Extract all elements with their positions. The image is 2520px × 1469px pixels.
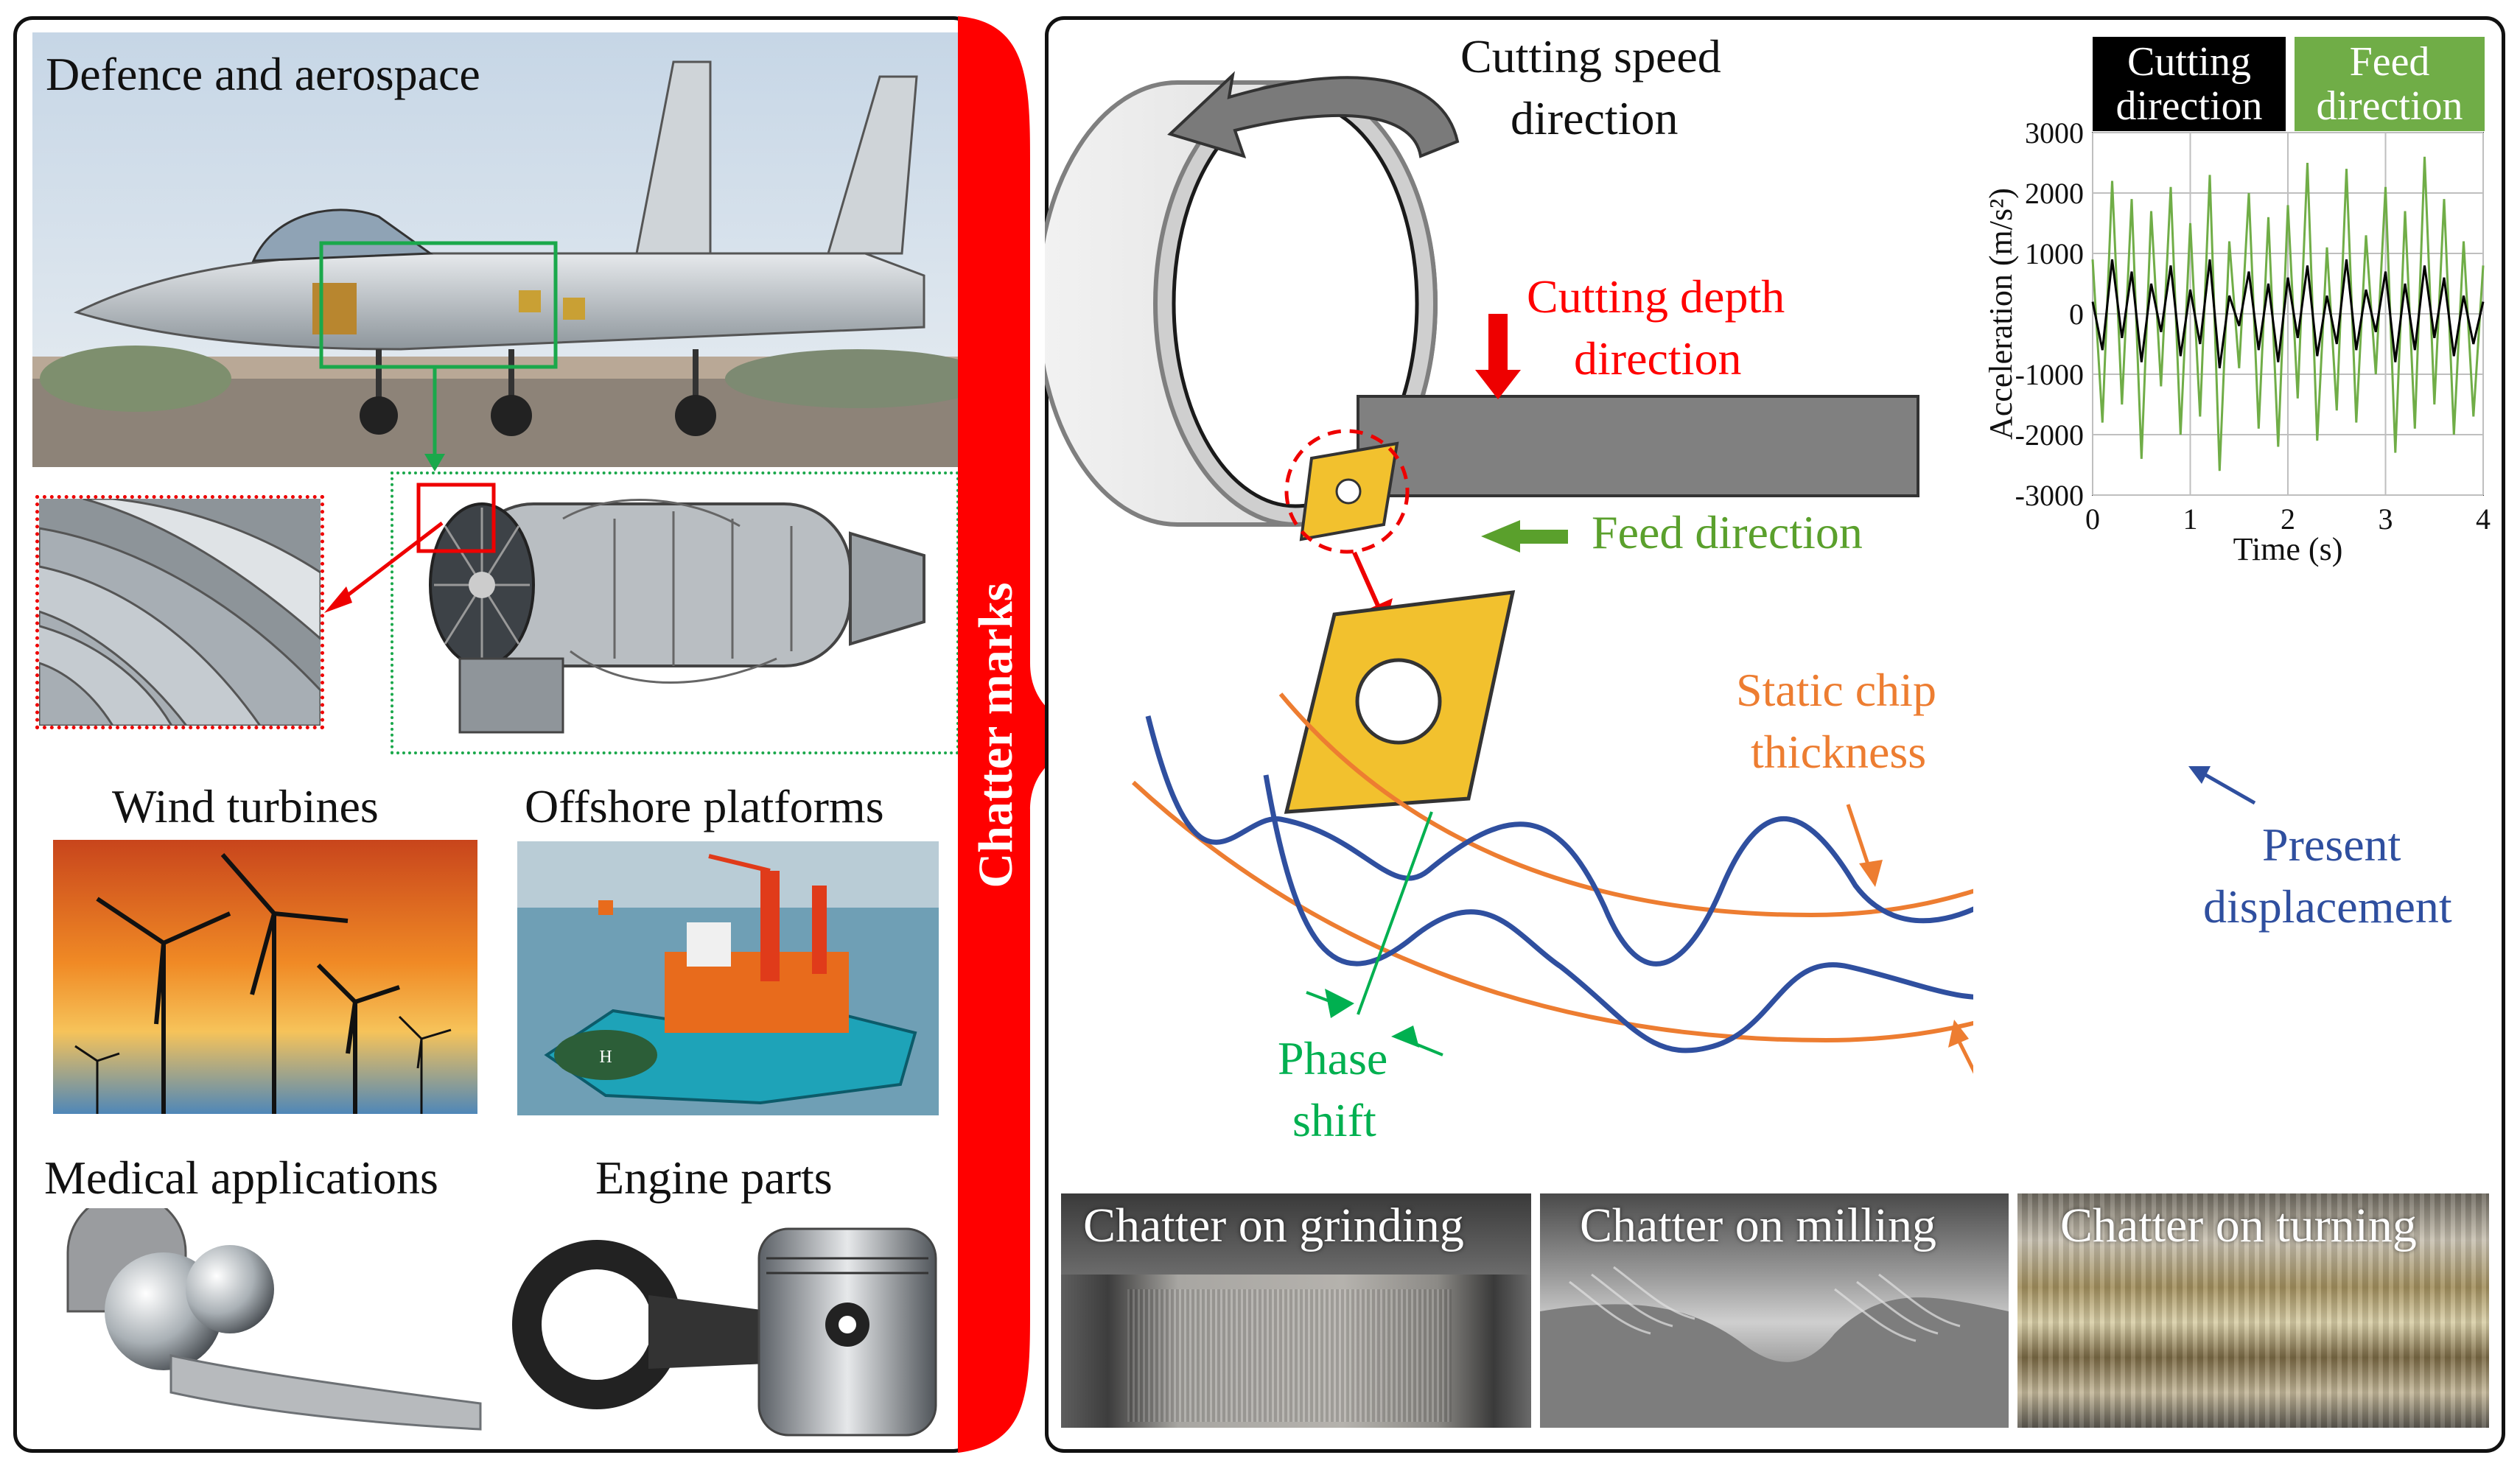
y-tick-label: -3000	[2015, 479, 2084, 512]
legend-feed-direction: Feed direction	[2295, 37, 2485, 131]
defence-label: Defence and aerospace	[46, 48, 480, 100]
jet-photo	[32, 32, 958, 467]
series-line-feed	[2091, 156, 2485, 471]
offshore-platform-photo: H	[517, 841, 939, 1115]
engine-highlight-box	[319, 241, 558, 369]
left-panel-arrows	[324, 368, 445, 613]
legend-cutting-direction: Cutting direction	[2093, 37, 2286, 131]
x-tick-label: 4	[2476, 502, 2491, 536]
turning-caption: Chatter on turning	[2060, 1199, 2417, 1252]
feed-arrow	[1481, 520, 1568, 553]
rotation-arrow	[1167, 71, 1460, 159]
y-tick-label: 3000	[2025, 116, 2084, 150]
chatter-marks-label: Chatter marks	[969, 582, 1023, 888]
fan-highlight-box	[416, 483, 496, 553]
milling-caption: Chatter on milling	[1580, 1199, 1936, 1252]
cutting-diagram	[1045, 71, 1973, 1074]
y-tick-label: 1000	[2025, 237, 2084, 270]
x-axis-label: Time (s)	[2233, 531, 2343, 567]
legend-feed-label: Feed direction	[2316, 39, 2463, 129]
hip-implant-photo	[46, 1208, 488, 1444]
engine-parts-label: Engine parts	[595, 1151, 833, 1204]
x-tick-label: 1	[2183, 502, 2198, 536]
x-tick-label: 3	[2379, 502, 2393, 536]
fan-blades-photo	[35, 495, 324, 729]
chatter-marks-bracket	[958, 16, 1098, 1453]
jet-engine-photo	[391, 471, 959, 754]
series-line-cutting	[2091, 259, 2485, 368]
static-chip-label-line2: thickness	[1751, 726, 1927, 778]
insert-zoom-circle	[1284, 429, 1410, 554]
medical-label: Medical applications	[44, 1151, 438, 1204]
cutting-speed-label-line1: Cutting speed	[1460, 30, 1721, 83]
static-chip-curve-2	[1131, 780, 1973, 1043]
piston-photo	[508, 1207, 949, 1445]
x-tick-label: 0	[2085, 502, 2100, 536]
y-tick-label: -2000	[2015, 418, 2084, 452]
grinding-caption: Chatter on grinding	[1083, 1199, 1464, 1252]
displacement-curve-2	[1263, 774, 1973, 1053]
feed-direction-label: Feed direction	[1592, 506, 1863, 558]
cutting-depth-label-line1: Cutting depth	[1527, 270, 1785, 323]
present-displacement-arrow	[2188, 766, 2256, 805]
present-displacement-label-line1: Present	[2262, 818, 2401, 871]
static-chip-label-line1: Static chip	[1736, 664, 1936, 716]
workpiece-bar	[1357, 395, 1919, 497]
present-displacement-label-line2: displacement	[2203, 880, 2452, 933]
displacement-curve-1	[1145, 715, 1973, 967]
y-axis-label: Acceleration (m/s²)	[1983, 188, 2019, 440]
static-chip-curve-1	[1278, 693, 1973, 918]
y-tick-label: 0	[2069, 298, 2084, 331]
cutting-speed-label-line2: direction	[1511, 92, 1679, 144]
svg-text:H: H	[599, 1048, 612, 1067]
wind-turbines-label: Wind turbines	[112, 780, 379, 832]
legend-cutting-label: Cutting direction	[2115, 39, 2263, 129]
wind-turbines-photo	[53, 840, 477, 1114]
y-tick-label: 2000	[2025, 177, 2084, 210]
cutting-depth-label-line2: direction	[1574, 332, 1742, 385]
y-tick-label: -1000	[2015, 358, 2084, 391]
offshore-label: Offshore platforms	[525, 780, 884, 832]
grinding-chatter-photo	[1061, 1193, 1531, 1428]
x-tick-label: 2	[2281, 502, 2295, 536]
turning-chatter-photo	[2017, 1193, 2489, 1428]
milling-chatter-photo	[1540, 1193, 2009, 1428]
phase-shift-label-line2: shift	[1292, 1094, 1376, 1146]
phase-shift-label-line1: Phase	[1278, 1032, 1388, 1084]
